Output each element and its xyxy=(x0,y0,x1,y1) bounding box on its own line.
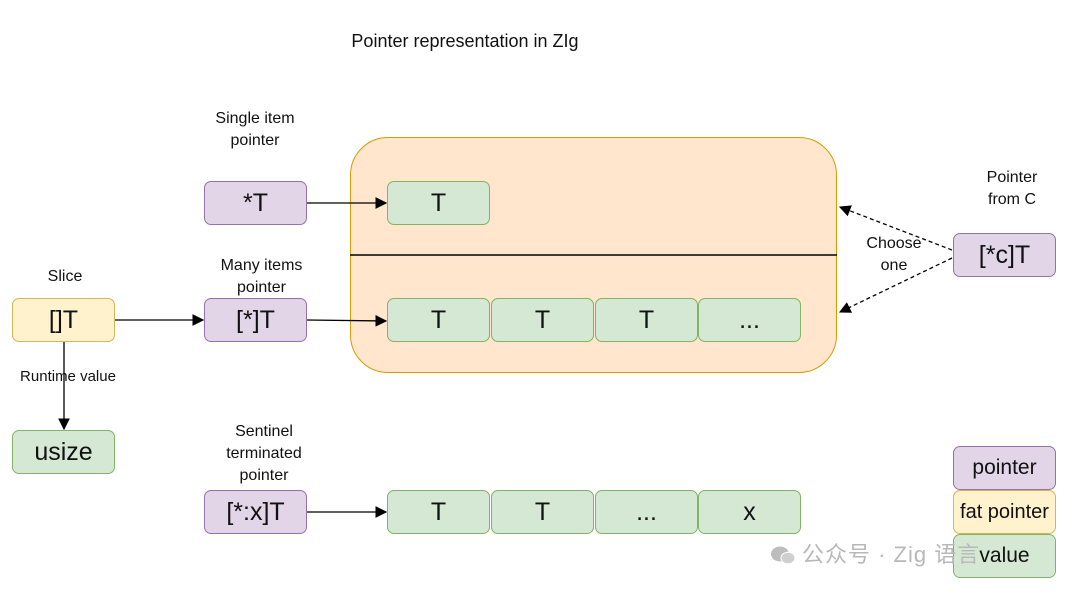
arrow-many-items xyxy=(306,315,388,327)
many-items-value: T xyxy=(595,298,698,342)
legend-value: value xyxy=(953,534,1056,578)
arrow-c-to-single xyxy=(838,205,953,251)
legend-pointer: pointer xyxy=(953,446,1056,490)
runtime-value-label: Runtime value xyxy=(10,366,126,388)
many-items-value: ... xyxy=(698,298,801,342)
pointer-from-c-box: [*c]T xyxy=(953,233,1056,277)
many-items-label: Many items pointer xyxy=(220,257,303,296)
sentinel-value: ... xyxy=(595,490,698,534)
many-items-value: T xyxy=(387,298,490,342)
diagram-title: Pointer representation in ZIg xyxy=(351,31,579,51)
choose-one-label: Choose one xyxy=(857,233,931,277)
single-item-value: T xyxy=(387,181,490,225)
legend-fat-pointer: fat pointer xyxy=(953,490,1056,534)
many-items-value: T xyxy=(491,298,594,342)
sentinel-value: T xyxy=(491,490,594,534)
usize-box: usize xyxy=(12,430,115,474)
sentinel-value: T xyxy=(387,490,490,534)
watermark: 公众号 · Zig 语言 xyxy=(770,537,980,569)
wechat-icon xyxy=(770,545,796,565)
pointer-from-c-label: Pointer from C xyxy=(986,169,1038,208)
sentinel-terminator-value: x xyxy=(698,490,801,534)
sentinel-label: Sentinel terminated pointer xyxy=(226,423,302,484)
sentinel-pointer-box: [*:x]T xyxy=(204,490,307,534)
many-items-pointer-box: [*]T xyxy=(204,298,307,342)
slice-box: []T xyxy=(12,298,115,342)
arrow-c-to-many xyxy=(838,257,953,313)
single-item-pointer-box: *T xyxy=(204,181,307,225)
watermark-text: 公众号 · Zig 语言 xyxy=(802,542,981,567)
single-item-label: Single item pointer xyxy=(215,110,295,149)
slice-label: Slice xyxy=(47,268,83,285)
